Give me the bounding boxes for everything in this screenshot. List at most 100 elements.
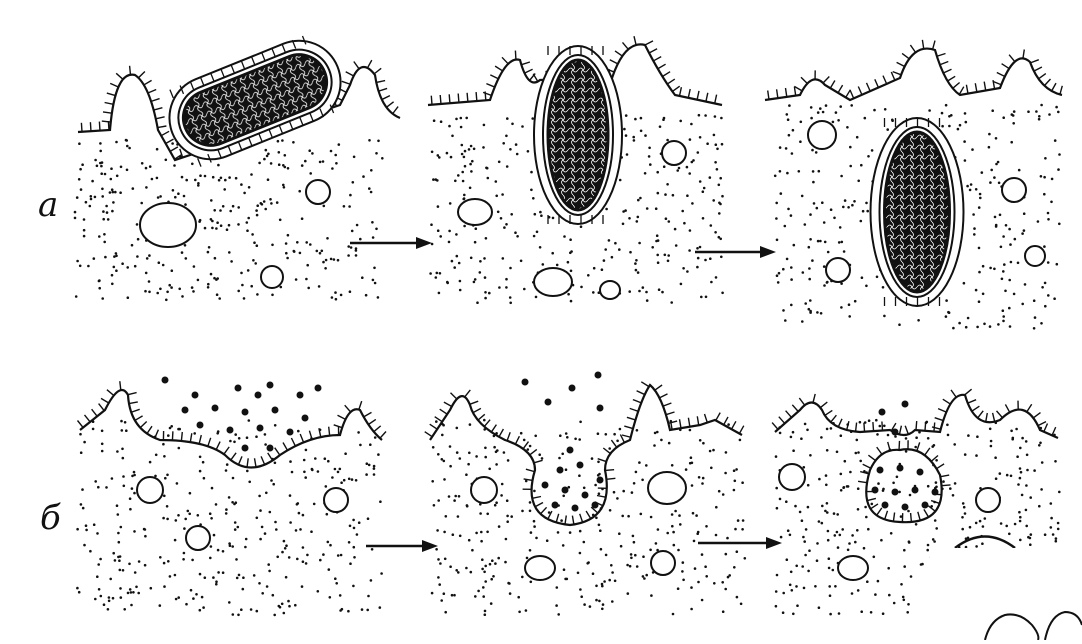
cytoplasm-dot bbox=[744, 557, 747, 560]
cytoplasm-dot bbox=[99, 150, 102, 153]
cytoplasm-dot bbox=[509, 592, 512, 595]
cytoplasm-dot bbox=[846, 485, 849, 488]
membrane-cilium bbox=[732, 421, 736, 429]
cytoplasm-dot bbox=[560, 519, 563, 522]
solute-particle bbox=[582, 492, 589, 499]
bacterium-body bbox=[548, 60, 608, 210]
cytoplasm-dot bbox=[274, 462, 277, 465]
cytoplasm-dot bbox=[710, 224, 713, 227]
membrane-cilium bbox=[867, 83, 871, 91]
cytoplasm-dot bbox=[110, 167, 113, 170]
cytoplasm-dot bbox=[649, 163, 652, 166]
cytoplasm-dot bbox=[821, 522, 824, 525]
cytoplasm-dot bbox=[1019, 477, 1022, 480]
solute-particle bbox=[192, 392, 199, 399]
cytoplasm-dot bbox=[824, 241, 827, 244]
cytoplasm-dot bbox=[1008, 307, 1011, 310]
cytoplasm-dot bbox=[89, 205, 92, 208]
cytoplasm-dot bbox=[207, 286, 210, 289]
cytoplasm-dot bbox=[646, 207, 649, 210]
cytoplasm-dot bbox=[155, 454, 158, 457]
cytoplasm-dot bbox=[465, 473, 468, 476]
cytoplasm-dot bbox=[1057, 111, 1060, 114]
cytoplasm-dot bbox=[327, 460, 330, 463]
cytoplasm-dot bbox=[679, 523, 682, 526]
cytoplasm-dot bbox=[704, 565, 707, 568]
cytoplasm-dot bbox=[1034, 316, 1037, 319]
membrane-cilium bbox=[345, 405, 351, 412]
cytoplasm-dot bbox=[611, 600, 614, 603]
cytoplasm-dot bbox=[505, 135, 508, 138]
cytoplasm-dot bbox=[521, 510, 524, 513]
cytoplasm-dot bbox=[521, 576, 524, 579]
cytoplasm-dot bbox=[453, 594, 456, 597]
cytoplasm-dot bbox=[111, 188, 114, 191]
cytoplasm-dot bbox=[246, 470, 249, 473]
cytoplasm-dot bbox=[823, 284, 826, 287]
cytoplasm-dot bbox=[307, 287, 310, 290]
cytoplasm-dot bbox=[779, 432, 782, 435]
cytoplasm-dot bbox=[454, 180, 457, 183]
cytoplasm-dot bbox=[988, 146, 991, 149]
cytoplasm-dot bbox=[632, 136, 635, 139]
cytoplasm-dot bbox=[76, 196, 79, 199]
cytoplasm-dot bbox=[304, 160, 307, 163]
cytoplasm-dot bbox=[965, 326, 968, 329]
cytoplasm-dot bbox=[552, 217, 555, 220]
membrane-cilium bbox=[697, 91, 699, 100]
cytoplasm-dot bbox=[439, 562, 442, 565]
cytoplasm-dot bbox=[226, 463, 229, 466]
cytoplasm-dot bbox=[1021, 232, 1024, 235]
cytoplasm-dot bbox=[500, 217, 503, 220]
cytoplasm-dot bbox=[630, 557, 633, 560]
cytoplasm-dot bbox=[114, 191, 117, 194]
cytoplasm-dot bbox=[633, 139, 636, 142]
cytoplasm-dot bbox=[945, 315, 948, 318]
cytoplasm-dot bbox=[311, 152, 314, 155]
membrane-cilium bbox=[623, 42, 629, 49]
cytoplasm-dot bbox=[267, 178, 270, 181]
cytoplasm-dot bbox=[181, 295, 184, 298]
cytoplasm-dot bbox=[330, 258, 333, 261]
membrane-cilium bbox=[873, 422, 874, 431]
cytoplasm-dot bbox=[979, 520, 982, 523]
membrane-cilium bbox=[430, 424, 438, 429]
cytoplasm-dot bbox=[859, 421, 862, 424]
cytoplasm-dot bbox=[932, 538, 935, 541]
cytoplasm-dot bbox=[839, 226, 842, 229]
cytoplasm-dot bbox=[484, 297, 487, 300]
cytoplasm-dot bbox=[523, 288, 526, 291]
cytoplasm-dot bbox=[203, 477, 206, 480]
cytoplasm-dot bbox=[126, 139, 129, 142]
cytoplasm-dot bbox=[690, 586, 693, 589]
cytoplasm-dot bbox=[431, 592, 434, 595]
cytoplasm-dot bbox=[712, 449, 715, 452]
cytoplasm-dot bbox=[712, 199, 715, 202]
cytoplasm-dot bbox=[525, 609, 528, 612]
solute-particle bbox=[902, 504, 909, 511]
cytoplasm-dot bbox=[319, 161, 322, 164]
cytoplasm-dot bbox=[833, 217, 836, 220]
cytoplasm-dot bbox=[167, 434, 170, 437]
cytoplasm-dot bbox=[672, 194, 675, 197]
membrane-cilium bbox=[374, 68, 381, 74]
cytoplasm-dot bbox=[80, 188, 83, 191]
membrane-cilium bbox=[875, 79, 879, 87]
cytoplasm-dot bbox=[1019, 539, 1022, 542]
cytoplasm-dot bbox=[1002, 270, 1005, 273]
membrane-cilium bbox=[283, 443, 287, 451]
cytoplasm-dot bbox=[798, 170, 801, 173]
cytoplasm-dot bbox=[969, 526, 972, 529]
solute-particle bbox=[597, 477, 604, 484]
cytoplasm-dot bbox=[471, 160, 474, 163]
cytoplasm-dot bbox=[352, 181, 355, 184]
cytoplasm-dot bbox=[195, 593, 198, 596]
cytoplasm-dot bbox=[655, 542, 658, 545]
cytoplasm-dot bbox=[463, 194, 466, 197]
cytoplasm-dot bbox=[361, 608, 364, 611]
membrane-cilium bbox=[672, 86, 679, 91]
cytoplasm-dot bbox=[366, 609, 369, 612]
cytoplasm-dot bbox=[963, 140, 966, 143]
membrane-cilium bbox=[868, 455, 875, 460]
cytoplasm-dot bbox=[459, 280, 462, 283]
